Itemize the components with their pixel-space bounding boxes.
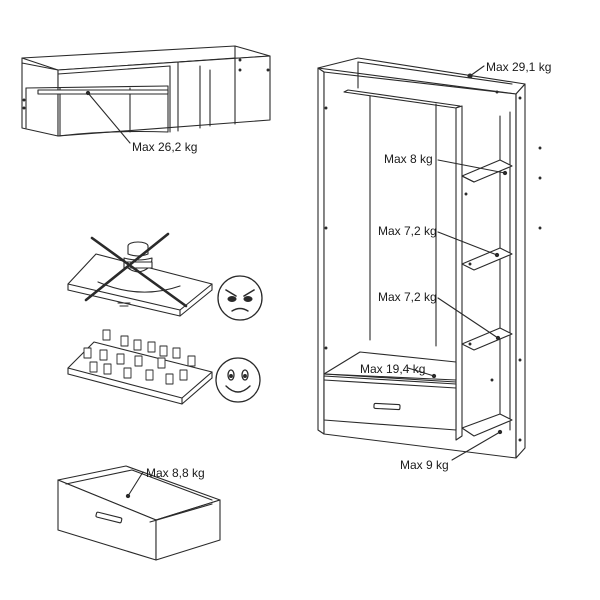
wardrobe-top-weight-label: Max 29,1 kg — [486, 60, 552, 74]
correct-load-shelf — [67, 329, 213, 405]
drawer-weight-label: Max 8,8 kg — [146, 466, 205, 480]
cross-icon — [84, 232, 188, 308]
wrong-load-shelf — [67, 232, 213, 317]
floor-left-weight-label: Max 19,4 kg — [360, 362, 426, 376]
shelf-1-weight-label: Max 8 kg — [384, 152, 433, 166]
shelf-2-weight-label: Max 7,2 kg — [378, 224, 437, 238]
top-wall-unit — [21, 45, 271, 144]
bottom-right-weight-label: Max 9 kg — [400, 458, 449, 472]
drawer-box — [57, 465, 221, 561]
shelf-3-weight-label: Max 7,2 kg — [378, 290, 437, 304]
top-unit-weight-label: Max 26,2 kg — [132, 140, 198, 154]
happy-face-icon — [215, 357, 261, 403]
wardrobe — [317, 57, 542, 461]
angry-face-icon — [217, 275, 263, 321]
